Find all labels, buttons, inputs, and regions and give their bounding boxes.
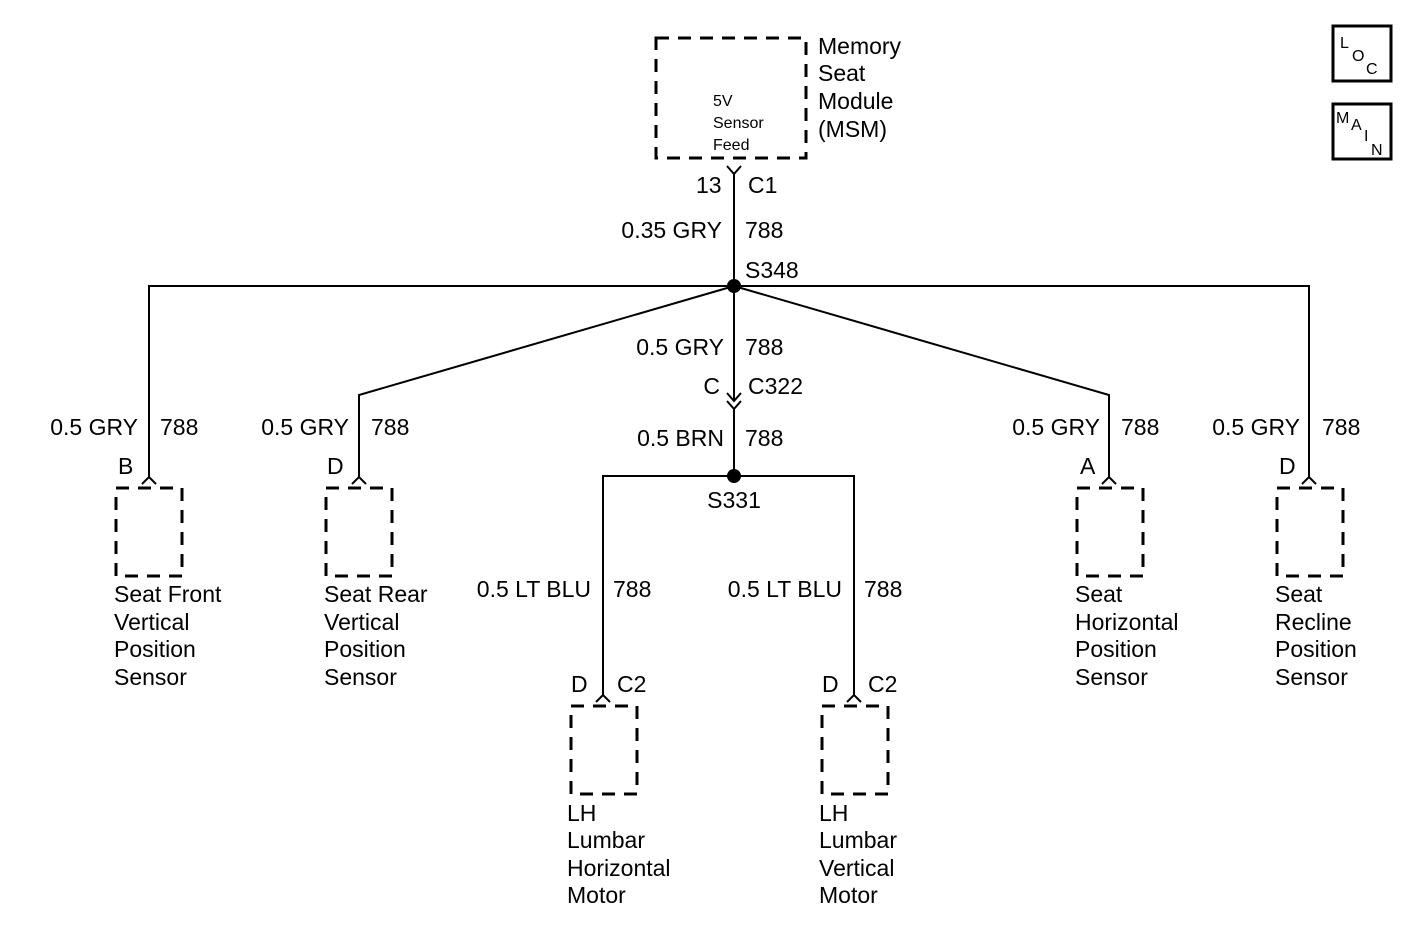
svg-text:Recline: Recline [1275,609,1352,635]
svg-text:O: O [1352,48,1364,65]
connector-symbol [1301,475,1317,485]
branch-wire-seat-recline [734,285,1310,477]
svg-text:D: D [822,671,839,697]
svg-text:N: N [1371,142,1383,159]
svg-text:Horizontal: Horizontal [1075,609,1179,635]
seat-horizontal-position-sensor: 0.5 GRY 788 A Seat Horizontal Position S… [1012,414,1178,690]
center-wire-circuit: 788 [745,334,783,360]
svg-text:Lumbar: Lumbar [567,827,645,853]
svg-text:0.5 LT BLU: 0.5 LT BLU [477,576,591,602]
svg-text:Sensor: Sensor [324,664,397,690]
svg-text:L: L [1340,35,1349,52]
svg-text:788: 788 [1121,414,1159,440]
splice-s331-label: S331 [707,487,761,513]
inline-connector-name: C322 [748,373,803,399]
svg-text:A: A [1080,453,1096,479]
trunk-wire-color: 0.35 GRY [621,217,722,243]
lh-lumbar-horizontal-motor: 0.5 LT BLU 788 D C2 LH Lumbar Horizontal… [477,576,671,908]
svg-text:Motor: Motor [819,882,878,908]
seat-rear-vertical-position-sensor: 0.5 GRY 788 D Seat Rear Vertical Positio… [261,414,428,690]
connector-symbol [726,165,742,176]
svg-text:Vertical: Vertical [819,855,894,881]
module-name-line: Memory [818,33,902,59]
module-pin: 13 [696,172,722,198]
svg-text:D: D [1279,453,1296,479]
svg-text:C2: C2 [617,671,646,697]
svg-text:5V: 5V [713,93,733,110]
splice-s348-label: S348 [745,257,799,283]
svg-text:Seat Rear: Seat Rear [324,581,428,607]
lh-lumbar-vertical-motor: 0.5 LT BLU 788 D C2 LH Lumbar Vertical M… [728,576,903,908]
lower-wire-color: 0.5 BRN [637,425,724,451]
lower-wire-circuit: 788 [745,425,783,451]
svg-text:788: 788 [613,576,651,602]
seat-front-vertical-position-sensor: 0.5 GRY 788 B Seat Front Vertical Positi… [50,414,222,690]
svg-text:Feed: Feed [713,137,749,154]
svg-text:C: C [1366,61,1378,78]
loc-icon[interactable]: L O C [1331,24,1393,83]
module-name-line: Module [818,88,893,114]
svg-text:A: A [1351,117,1362,134]
main-icon[interactable]: M A I N [1331,102,1393,161]
svg-text:0.5 GRY: 0.5 GRY [261,414,349,440]
module-name-line: Seat [818,60,866,86]
svg-text:Sensor: Sensor [1075,664,1148,690]
branch-wire-seat-horizontal [733,285,1110,477]
svg-text:I: I [1364,128,1368,145]
trunk-wire-circuit: 788 [745,217,783,243]
memory-seat-module: 5V Sensor Feed Memory Seat Module (MSM) [654,33,902,160]
svg-text:0.5 LT BLU: 0.5 LT BLU [728,576,842,602]
svg-text:Seat: Seat [1275,581,1323,607]
connector-symbol [351,475,367,485]
inline-connector-pin: C [703,373,720,399]
module-connector: C1 [748,172,777,198]
svg-text:D: D [327,453,344,479]
module-name-line: (MSM) [818,116,887,142]
svg-text:Sensor: Sensor [713,115,764,132]
connector-symbol [141,475,157,485]
svg-text:C2: C2 [868,671,897,697]
svg-text:0.5 GRY: 0.5 GRY [1012,414,1100,440]
connector-symbol [846,693,862,703]
svg-text:788: 788 [864,576,902,602]
svg-text:LH: LH [819,800,848,826]
svg-text:LH: LH [567,800,596,826]
branch-wire-seat-front [148,285,734,477]
svg-text:0.5 GRY: 0.5 GRY [50,414,138,440]
svg-text:788: 788 [160,414,198,440]
svg-text:M: M [1336,110,1349,127]
svg-text:Sensor: Sensor [1275,664,1348,690]
svg-text:788: 788 [1322,414,1360,440]
branch-wire-seat-rear [358,285,735,477]
svg-text:Position: Position [1275,636,1357,662]
svg-text:Horizontal: Horizontal [567,855,671,881]
svg-text:788: 788 [371,414,409,440]
svg-text:Position: Position [1075,636,1157,662]
connector-symbol [595,693,611,703]
svg-text:Lumbar: Lumbar [819,827,897,853]
svg-text:B: B [118,453,133,479]
center-wire-color: 0.5 GRY [636,334,724,360]
seat-recline-position-sensor: 0.5 GRY 788 D Seat Recline Position Sens… [1212,414,1360,690]
motor-branch-wires [602,475,855,695]
svg-text:Sensor: Sensor [114,664,187,690]
svg-text:D: D [571,671,588,697]
svg-text:Motor: Motor [567,882,626,908]
connector-symbol [1101,475,1117,485]
svg-text:Vertical: Vertical [114,609,189,635]
svg-text:Seat: Seat [1075,581,1123,607]
svg-text:Position: Position [114,636,196,662]
svg-text:Seat Front: Seat Front [114,581,222,607]
svg-text:Vertical: Vertical [324,609,399,635]
svg-text:0.5 GRY: 0.5 GRY [1212,414,1300,440]
svg-text:Position: Position [324,636,406,662]
